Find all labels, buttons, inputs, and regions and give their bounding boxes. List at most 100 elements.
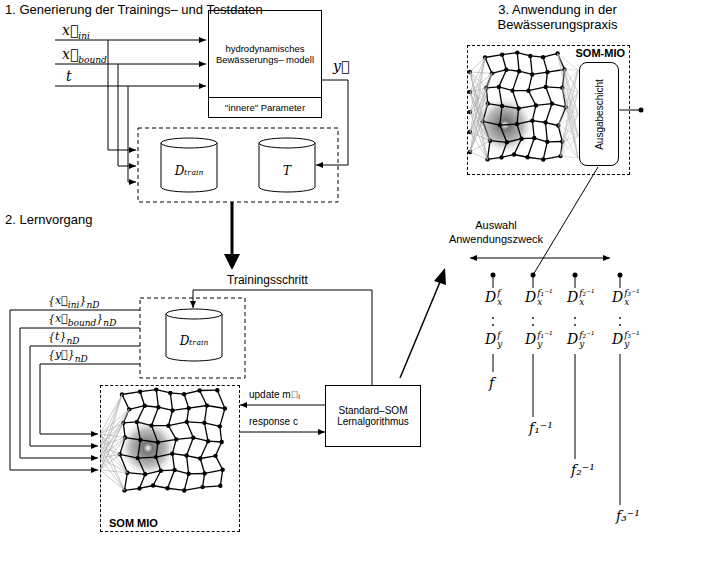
- activation-blob: [118, 418, 178, 478]
- fan-line: [100, 395, 122, 447]
- lattice-link: [200, 458, 204, 473]
- fan-line: [558, 53, 578, 158]
- lattice-node: [186, 472, 190, 476]
- math-label: Df₃⁻¹y: [612, 331, 640, 350]
- math-label: Dfx: [485, 289, 502, 308]
- lattice-link: [187, 456, 189, 474]
- lattice-link: [528, 74, 532, 90]
- fan-line: [558, 70, 578, 125]
- lattice-link: [139, 474, 145, 488]
- index-stack: f₁⁻¹y: [537, 331, 552, 350]
- math-label: {t}nD: [48, 330, 79, 346]
- lattice-node: [515, 122, 519, 126]
- lattice-node: [541, 157, 545, 161]
- box-title: hydrodynamisches Bewässerungs– modell: [209, 11, 321, 97]
- fan-line: [470, 58, 485, 153]
- lattice-link: [513, 71, 520, 90]
- data-line: [40, 364, 140, 434]
- math-label: Df₂⁻¹y: [567, 331, 595, 350]
- lattice-node: [137, 486, 141, 490]
- lattice-link: [156, 390, 158, 408]
- lattice-node: [138, 389, 142, 393]
- selector-stem: [620, 354, 621, 505]
- lattice-node: [541, 55, 545, 59]
- lattice-link: [204, 423, 219, 427]
- math-symbol: }: [96, 312, 103, 325]
- ellipsis-dot: [574, 317, 576, 319]
- lattice-node: [218, 424, 222, 428]
- math-symbol: f: [497, 289, 502, 298]
- math-symbol: f₁⁻¹: [537, 331, 552, 340]
- lattice-link: [501, 142, 506, 157]
- lattice-link: [138, 456, 156, 458]
- math-label: Dfy: [485, 331, 502, 350]
- lattice-link: [153, 486, 167, 489]
- math-label: {x⃗ini}nD: [48, 294, 99, 310]
- lattice-link: [176, 438, 193, 440]
- lattice-link: [543, 142, 547, 160]
- lattice-node: [550, 101, 554, 105]
- fan-line: [470, 58, 485, 93]
- lattice-link: [129, 406, 144, 410]
- lattice-link: [189, 406, 207, 409]
- math-label: y⃗: [333, 58, 349, 74]
- index-stack: f₂⁻¹y: [579, 331, 594, 350]
- group-label: SOM-MIO: [576, 47, 626, 59]
- lattice-node: [200, 485, 204, 489]
- selector-stem: [493, 354, 494, 372]
- fan-line: [100, 409, 129, 470]
- math-symbol: y⃗: [333, 58, 349, 74]
- lattice-link: [140, 440, 158, 443]
- fan-line: [561, 156, 578, 158]
- cylinder-body: [161, 143, 217, 192]
- network-group: SOM-MIO Ausgabeschicht: [467, 45, 630, 175]
- lattice-node: [504, 68, 508, 72]
- fan-line: [100, 423, 123, 470]
- cylinder-top: [259, 138, 315, 148]
- data-group: [140, 298, 245, 378]
- lattice-link: [207, 406, 225, 409]
- math-symbol: f₂⁻¹: [579, 331, 594, 340]
- lattice-link: [530, 56, 532, 75]
- lattice-link: [173, 408, 189, 410]
- math-symbol: {t}: [48, 330, 66, 343]
- math-label: f: [489, 375, 494, 391]
- lattice-link: [124, 488, 139, 490]
- lattice-node: [515, 50, 519, 54]
- lattice-node: [174, 437, 178, 441]
- lattice-link: [216, 456, 223, 470]
- math-label: Df₁⁻¹x: [525, 289, 553, 308]
- lattice-node: [512, 152, 516, 156]
- math-symbol: D: [525, 331, 536, 347]
- lattice-link: [485, 58, 492, 74]
- lattice-link: [500, 125, 507, 142]
- lattice-link: [156, 454, 172, 457]
- selection-label: Auswahl Anwendungszweck: [446, 218, 546, 246]
- layer-label: Ausgabeschicht: [594, 79, 605, 150]
- lattice-link: [517, 108, 519, 124]
- lattice-node: [142, 404, 146, 408]
- lattice-node: [530, 118, 534, 122]
- ellipsis-dot: [532, 324, 534, 326]
- input-branch: [118, 64, 136, 166]
- section-title: 3. Anwendung in der Bewässerungspraxis: [470, 2, 645, 32]
- fan-line: [100, 395, 122, 435]
- lattice-node: [218, 484, 222, 488]
- lattice-node: [497, 85, 501, 89]
- lattice-node: [213, 454, 217, 458]
- lattice-node: [154, 387, 158, 391]
- lattice-node: [510, 88, 514, 92]
- fan-line: [100, 470, 124, 490]
- fan-line: [565, 69, 578, 70]
- fan-line: [561, 114, 578, 156]
- lattice-node: [500, 104, 504, 108]
- lattice-link: [502, 53, 517, 55]
- lattice-link: [514, 139, 521, 155]
- lattice-node: [526, 89, 530, 93]
- math-symbol: x: [497, 298, 502, 307]
- math-label: Df₁⁻¹y: [525, 331, 553, 350]
- math-symbol: nD: [75, 354, 88, 364]
- input-branch: [108, 40, 136, 150]
- selection-arrow: [470, 258, 610, 259]
- lattice-link: [528, 138, 535, 157]
